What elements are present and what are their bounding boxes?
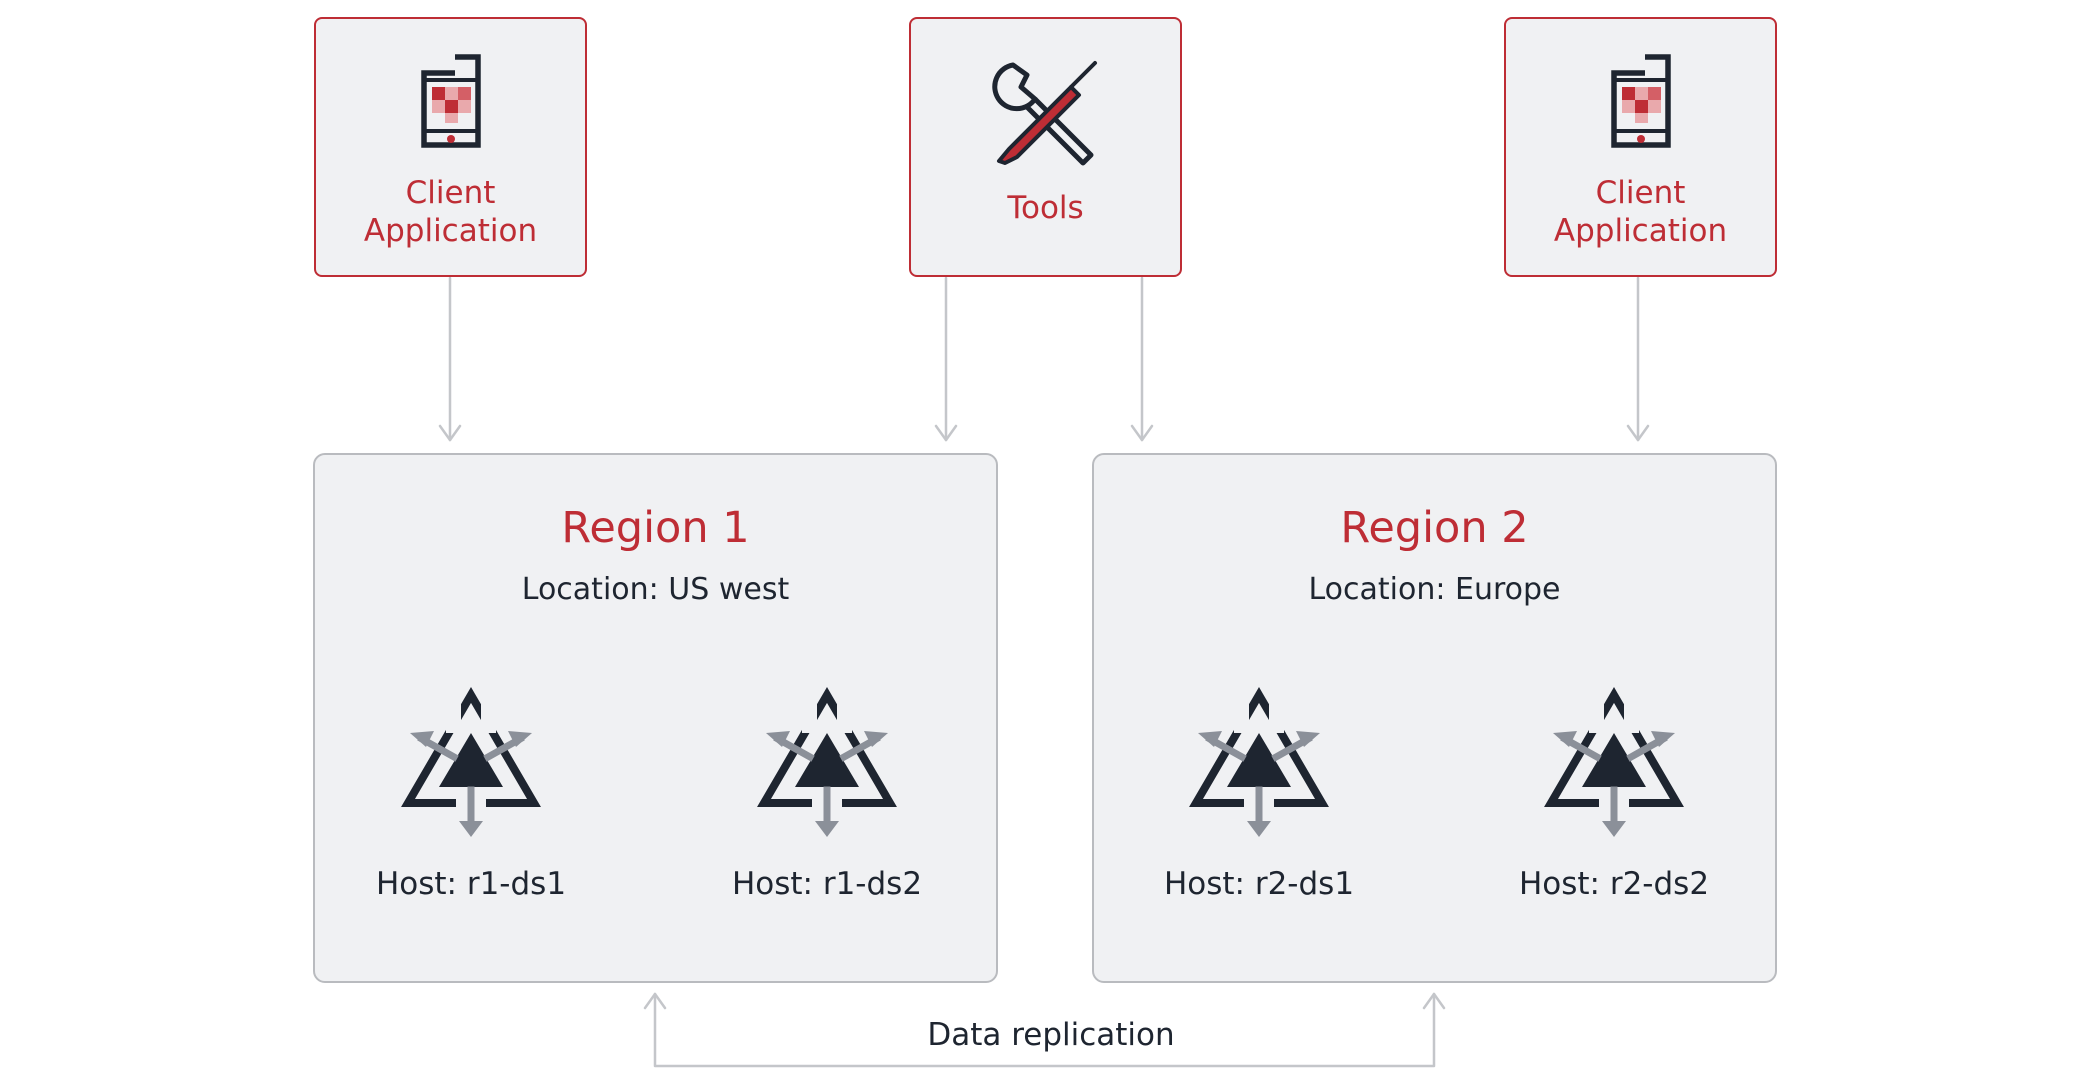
client-application-box-right: Client Application <box>1504 17 1777 277</box>
host-label: Host: r2-ds1 <box>1163 866 1355 902</box>
mobile-app-icon <box>1506 53 1775 149</box>
mobile-app-icon <box>316 53 585 149</box>
client-label-line2: Application <box>363 213 538 249</box>
replication-node-icon <box>1184 685 1334 849</box>
host-label: Host: r1-ds2 <box>731 866 923 902</box>
region-location: Location: Europe <box>1308 572 1561 607</box>
region-box-1: Region 1 Location: US west Host: r1-ds1 <box>313 453 998 983</box>
region-box-2: Region 2 Location: Europe Host: r2-ds1 <box>1092 453 1777 983</box>
tools-label: Tools <box>1007 190 1084 226</box>
region-location: Location: US west <box>521 572 790 607</box>
client-label-line1: Client <box>1595 175 1686 211</box>
client-application-label-right: Client Application <box>1506 174 1775 250</box>
tools-box: Tools <box>909 17 1182 277</box>
region-title: Region 1 <box>561 503 750 553</box>
replication-node-icon <box>752 685 902 849</box>
host-r1-ds2: Host: r1-ds2 <box>697 685 957 945</box>
host-r2-ds1: Host: r2-ds1 <box>1129 685 1389 945</box>
client-application-label-left: Client Application <box>316 174 585 250</box>
client-label-line2: Application <box>1553 213 1728 249</box>
replication-arrowhead-right <box>1422 992 1446 1010</box>
replication-arrowhead-left <box>643 992 667 1010</box>
host-r2-ds2: Host: r2-ds2 <box>1484 685 1744 945</box>
client-application-box-left: Client Application <box>314 17 587 277</box>
replication-bracket <box>653 992 1436 1068</box>
arrowhead-right-client <box>1626 424 1650 442</box>
host-label: Host: r2-ds2 <box>1518 866 1710 902</box>
arrowhead-left-client <box>438 424 462 442</box>
wrench-screwdriver-icon <box>911 57 1180 167</box>
host-r1-ds1: Host: r1-ds1 <box>341 685 601 945</box>
arrowhead-tools-region2 <box>1130 424 1154 442</box>
replication-node-icon <box>1539 685 1689 849</box>
arrowhead-tools-region1 <box>934 424 958 442</box>
host-label: Host: r1-ds1 <box>375 866 567 902</box>
data-replication-label: Data replication <box>927 1017 1175 1053</box>
region-title: Region 2 <box>1340 503 1529 553</box>
client-label-line1: Client <box>405 175 496 211</box>
replication-node-icon <box>396 685 546 849</box>
